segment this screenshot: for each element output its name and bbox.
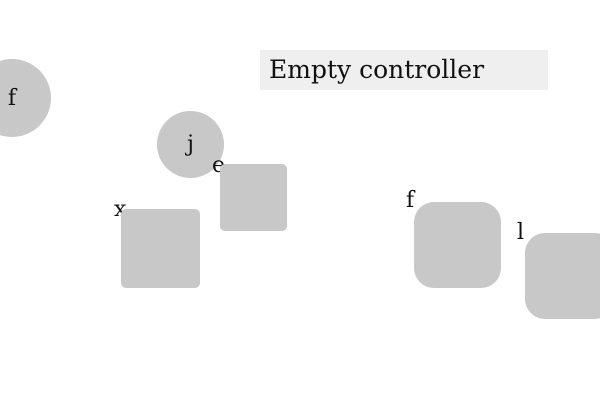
square-button-e[interactable]: [220, 164, 287, 231]
circle-button-j-label: j: [187, 132, 194, 157]
rounded-square-l-label: l: [517, 220, 525, 245]
circle-button-f[interactable]: f: [0, 59, 51, 137]
circle-button-j[interactable]: j: [157, 111, 224, 178]
rounded-square-button-f[interactable]: [414, 202, 501, 288]
circle-button-f-label: f: [7, 85, 17, 111]
controller-title: Empty controller: [260, 50, 548, 90]
square-button-x[interactable]: [121, 209, 200, 288]
rounded-square-button-l[interactable]: [525, 233, 600, 319]
rounded-square-f-label: f: [406, 188, 415, 213]
controller-title-text: Empty controller: [269, 55, 485, 84]
